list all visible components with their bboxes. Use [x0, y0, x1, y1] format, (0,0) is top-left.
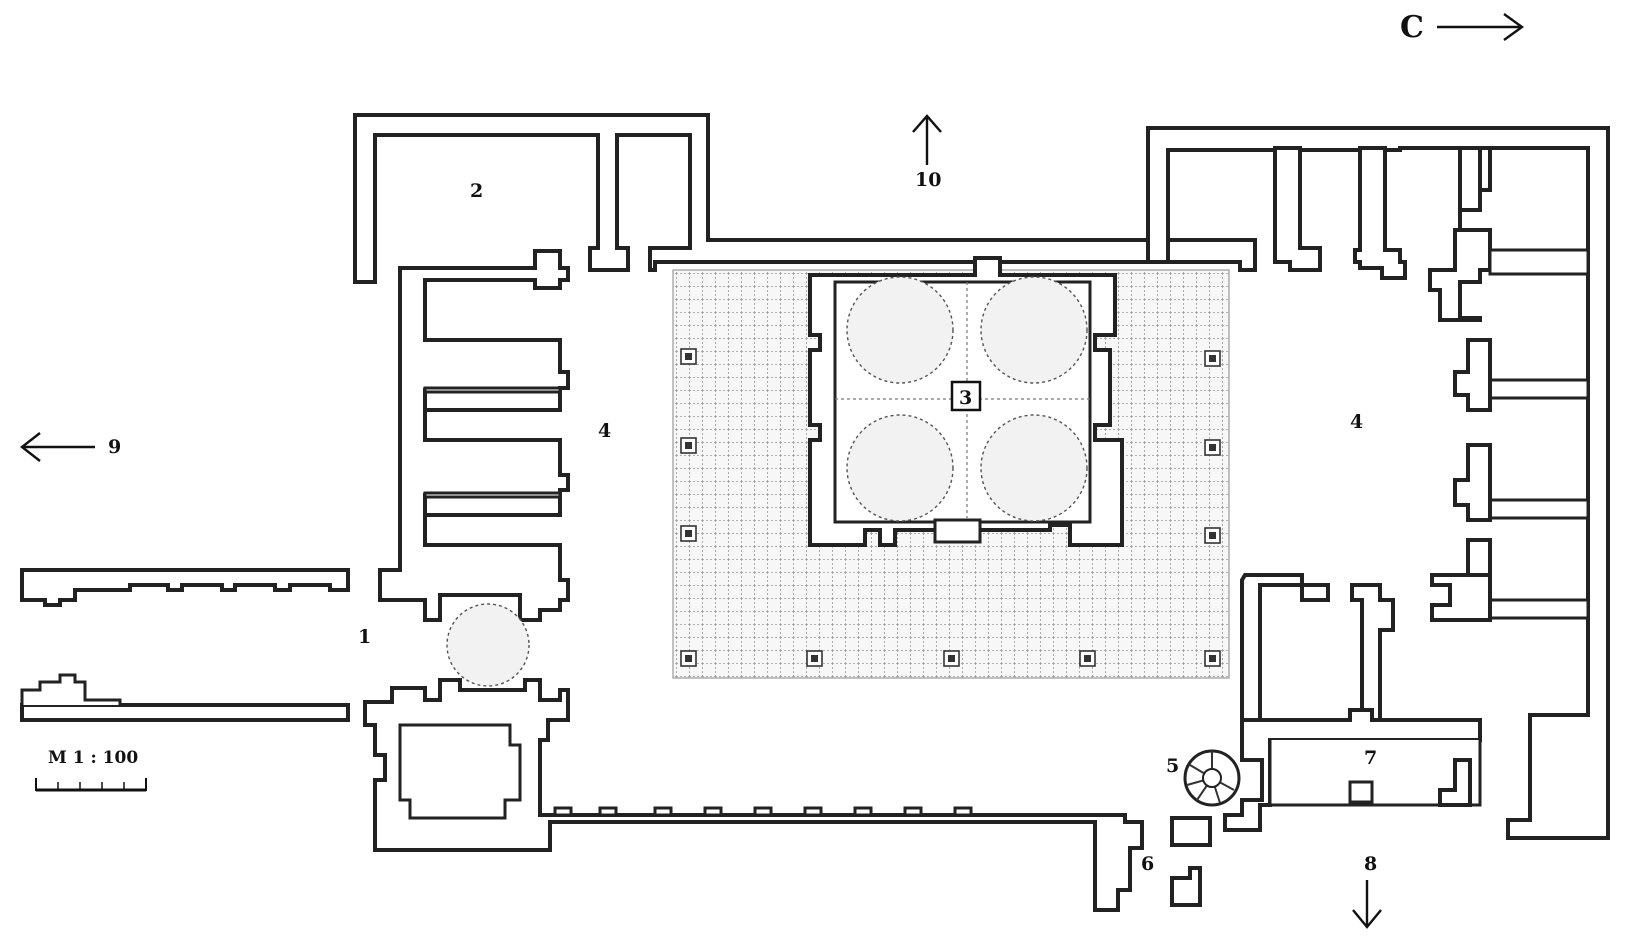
pillar	[943, 650, 960, 667]
wall-west-wing	[378, 249, 570, 622]
central-domes	[835, 276, 1090, 522]
pillar	[1204, 650, 1221, 667]
entrance-dome	[446, 603, 530, 687]
east-cells-right	[1448, 248, 1590, 620]
side-profile-lower	[20, 673, 350, 722]
side-profile-upper	[20, 568, 350, 607]
pillar	[680, 348, 697, 365]
courtyard-pillars	[680, 348, 1221, 667]
wall-south-east	[1170, 573, 1492, 907]
label-2: 2	[470, 180, 483, 202]
pillar	[1204, 527, 1221, 544]
north-label: C	[1400, 10, 1424, 45]
pillar	[1204, 350, 1221, 367]
label-8: 8	[1364, 853, 1377, 875]
label-7: 7	[1364, 747, 1377, 769]
arrow-down-icon	[1352, 880, 1382, 929]
label-9: 9	[108, 436, 121, 458]
label-4-east: 4	[1350, 411, 1363, 433]
label-6: 6	[1141, 853, 1154, 875]
arrow-left-icon	[20, 432, 95, 462]
north-arrow-icon	[1437, 13, 1525, 41]
west-cells	[423, 386, 562, 499]
label-3: 3	[959, 387, 972, 409]
label-4-west: 4	[598, 420, 611, 442]
label-1: 1	[358, 626, 371, 648]
south-wall-buttresses	[553, 806, 973, 817]
spiral-stair	[1183, 749, 1241, 807]
pillar	[806, 650, 823, 667]
wall-north-west	[353, 113, 1257, 284]
label-5: 5	[1166, 755, 1179, 777]
dome-sw	[846, 414, 954, 522]
east-cells-upper	[1273, 146, 1492, 322]
pillar	[680, 525, 697, 542]
pillar	[680, 650, 697, 667]
scale-bar	[35, 778, 147, 792]
scale-label: M 1 : 100	[48, 748, 138, 768]
pillar	[1079, 650, 1096, 667]
wall-south-west	[363, 678, 1144, 912]
dome-ne	[980, 276, 1088, 384]
arrow-up-icon	[912, 114, 942, 165]
label-3-box	[950, 380, 982, 412]
pillar	[1204, 439, 1221, 456]
pillar	[680, 437, 697, 454]
dome-nw	[846, 276, 954, 384]
dome-se	[980, 414, 1088, 522]
label-10: 10	[915, 169, 941, 191]
